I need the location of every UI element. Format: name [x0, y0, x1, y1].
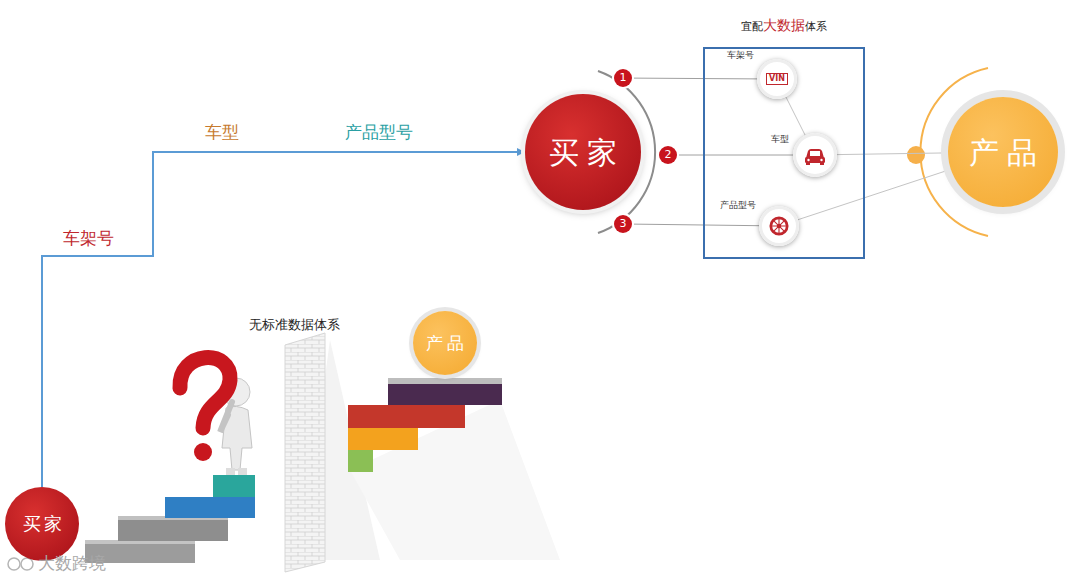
connector-line — [837, 153, 948, 155]
box-title: 宜配 — [741, 20, 763, 33]
car-symbol — [793, 133, 837, 177]
stairs — [348, 378, 502, 472]
path-label: 产品型号 — [345, 123, 413, 142]
buyer-circle: 买家 — [5, 487, 79, 561]
question-mark — [180, 358, 230, 461]
callout-number: 1 — [620, 72, 627, 84]
system-box: 宜配大数据体系车架号VIN车型产品型号 — [703, 47, 865, 259]
callout-number: 3 — [614, 215, 632, 233]
box-title-highlight: 大数据 — [763, 17, 805, 33]
box-title-line: 宜配大数据体系 — [705, 15, 863, 35]
node-label: 买家 — [549, 136, 625, 169]
connector-line — [798, 169, 951, 219]
connector-line — [786, 97, 805, 135]
icon-heading: 车架号 — [727, 51, 754, 61]
connector-line — [632, 78, 757, 80]
region-label: 无标准数据体系 — [249, 318, 340, 332]
junction-dot — [907, 146, 925, 164]
callout-number: 2 — [665, 149, 672, 161]
path-label: 车架号 — [63, 229, 114, 248]
icon-heading: 产品型号 — [720, 201, 756, 211]
tire-symbol — [759, 206, 799, 246]
watermark: 大数跨境 — [38, 554, 106, 573]
node-label: 产品 — [426, 334, 468, 353]
stairs — [85, 475, 255, 563]
node-label: 产品 — [969, 136, 1045, 169]
path-label: 车型 — [205, 123, 239, 142]
product-circle: 产品 — [948, 97, 1058, 207]
vin-icon: 车架号VIN — [757, 59, 797, 99]
watermark-icon — [8, 558, 33, 570]
node-label: 买家 — [23, 514, 65, 534]
car-icon: 车型 — [793, 133, 837, 177]
callout-number: 2 — [659, 146, 677, 164]
icon-heading: 车型 — [771, 135, 789, 145]
tire-icon: 产品型号 — [759, 206, 799, 246]
box-title: 体系 — [805, 20, 827, 33]
callout-number: 3 — [620, 218, 627, 230]
wall — [285, 333, 325, 572]
buyer-circle: 买家 — [525, 94, 641, 210]
connector-line — [677, 155, 793, 156]
icon-text: VIN — [766, 73, 788, 85]
flow-arrow — [42, 152, 524, 487]
callout-number: 1 — [614, 69, 632, 87]
product-circle: 产品 — [413, 311, 477, 375]
connector-line — [632, 224, 759, 226]
